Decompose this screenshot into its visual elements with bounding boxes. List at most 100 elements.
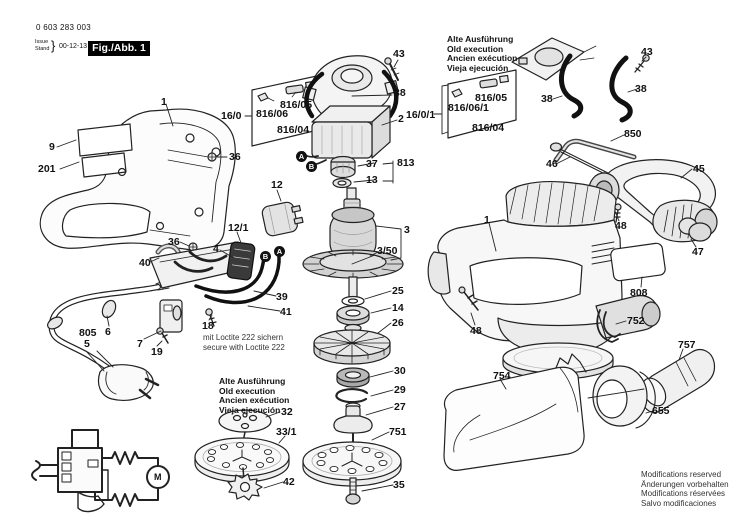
part-callout: 45 <box>693 163 705 175</box>
part-callout: 816/04 <box>472 122 505 134</box>
cable-38-drawings <box>304 69 399 119</box>
issue-label: Issue <box>35 39 49 45</box>
connector-b-badge: B <box>306 161 317 172</box>
part-callout: 38 <box>394 87 406 99</box>
note-line: mit Loctite 222 sichern <box>203 333 284 342</box>
part-callout: 2 <box>398 113 404 125</box>
lower-bearing-drawings <box>333 367 373 434</box>
part-callout: 12 <box>271 179 283 191</box>
part-callout: 816/05 <box>475 92 508 104</box>
note-line: Ancien exécution <box>447 53 518 63</box>
part-callout: 16/0/1 <box>406 109 436 121</box>
fan-drawing <box>313 323 391 365</box>
part-callout: 41 <box>280 306 292 318</box>
part-callout: 808 <box>630 287 648 299</box>
note-line: secure with Loctite 222 <box>203 342 285 352</box>
part-callout: 816/06/1 <box>448 102 489 114</box>
connector-a-badge: A <box>274 246 285 257</box>
part-callout: 1 <box>484 214 490 226</box>
connector-a-badge: A <box>296 151 307 162</box>
part-callout: 29 <box>394 384 406 396</box>
note-line: Änderungen vorbehalten <box>641 479 729 489</box>
issue-brace: } <box>51 38 56 53</box>
old-brush-plate-right <box>511 37 650 123</box>
note-line: Salvo modificaciones <box>641 498 717 508</box>
part-callout: 816/04 <box>277 124 310 136</box>
part-callout: 35 <box>393 479 405 491</box>
accessory-drawings <box>443 217 716 471</box>
issue-date: 00-12-13 <box>59 43 88 50</box>
figure-label: Fig./Abb. 1 <box>88 41 150 56</box>
part-callout: 816/06 <box>256 108 289 120</box>
part-callout: 33/1 <box>276 426 297 438</box>
part-callout: 30 <box>394 365 406 377</box>
part-callout: 18 <box>202 320 214 332</box>
part-callout: 5 <box>84 338 90 350</box>
old-pad-drawings <box>194 409 290 501</box>
housing-half-drawing <box>39 108 236 251</box>
part-callout: 805 <box>79 327 97 339</box>
modifications-note: Modifications reserved Änderungen vorbeh… <box>641 470 729 508</box>
part-callout: 16/0 <box>221 110 242 122</box>
part-callout: 46 <box>546 158 558 170</box>
part-callout: 1 <box>161 96 167 108</box>
part-callout: 754 <box>493 370 511 382</box>
part-callout: 43 <box>393 48 405 60</box>
part-callout: 752 <box>627 315 645 327</box>
part-callout: 751 <box>389 426 407 438</box>
note-line: Alte Ausführung <box>447 34 514 44</box>
note-line: Modifications reserved <box>641 470 722 479</box>
note-line: Old execution <box>447 43 504 54</box>
part-callout: 39 <box>276 291 288 303</box>
old-execution-note-bottom: Alte Ausführung Old execution Ancien exé… <box>219 376 290 415</box>
assembled-tool-drawing <box>427 181 661 380</box>
part-callout: 12/1 <box>228 222 249 234</box>
part-callout: 36 <box>168 236 180 248</box>
armature-drawing <box>302 155 404 303</box>
part-callout: 655 <box>652 405 670 417</box>
part-callout: 201 <box>38 163 56 175</box>
stator-drawing <box>302 105 391 166</box>
part-callout: 9 <box>49 141 55 153</box>
screw-36-drawings <box>188 152 217 252</box>
part-callout: 26 <box>392 317 404 329</box>
part-callout: 25 <box>392 285 404 297</box>
part-callout: 47 <box>692 246 704 258</box>
bearing-bracket-drawing <box>302 55 399 122</box>
part-callout: 7 <box>137 338 143 350</box>
part-callout: 37 <box>366 158 378 170</box>
power-cord-drawing <box>47 279 170 401</box>
part-callout: 6 <box>105 326 111 338</box>
part-callout: 48 <box>615 220 627 232</box>
service-kit-box-right <box>433 69 517 139</box>
part-callout: 27 <box>394 401 406 413</box>
part-callout: 42 <box>283 476 295 488</box>
connector-b-badge: B <box>260 251 271 262</box>
note-line: Modifications réservées <box>641 489 726 498</box>
washer-bearing-drawings <box>336 295 370 326</box>
leader-lines <box>56 56 697 492</box>
note-line: Ancien exécution <box>219 395 290 405</box>
part-callout: 48 <box>470 325 482 337</box>
screw-43-drawing <box>384 57 400 81</box>
part-number: 0 603 283 003 <box>36 23 92 32</box>
issue-stand-labels: Issue Stand <box>35 39 49 52</box>
loctite-note: mit Loctite 222 sichern secure with Loct… <box>203 333 285 352</box>
motor-label: M <box>154 472 162 482</box>
part-callout: 38 <box>541 93 553 105</box>
part-callout: 4 <box>213 243 219 255</box>
part-callout: 3/50 <box>377 245 398 257</box>
note-line: Vieja ejecución <box>447 62 509 73</box>
old-execution-note-right: Alte Ausführung Old execution Ancien exé… <box>447 34 518 73</box>
stand-label: Stand <box>35 45 50 52</box>
part-callout: 3 <box>404 224 410 236</box>
note-line: Old execution <box>219 385 276 396</box>
part-callout: 757 <box>678 339 696 351</box>
part-callout: 32 <box>281 406 293 418</box>
part-callout: 14 <box>392 302 404 314</box>
note-line: Alte Ausführung <box>219 376 286 386</box>
part-callout: 850 <box>624 128 642 140</box>
part-callout: 816/05 <box>280 99 313 111</box>
